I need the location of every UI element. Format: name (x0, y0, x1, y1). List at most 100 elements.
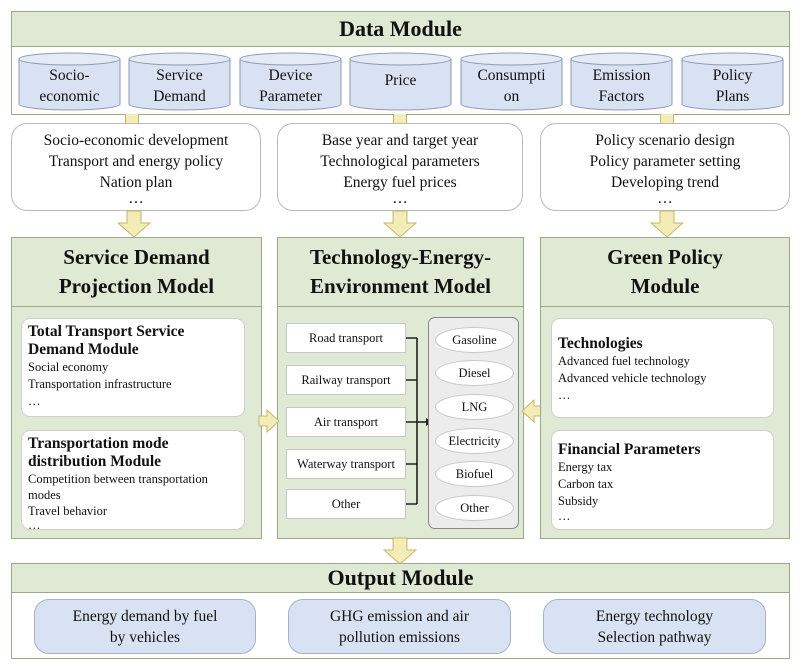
output-line2: Selection pathway (597, 628, 712, 646)
arrow-down-icon (650, 210, 684, 238)
cylinder-label-line1: Emission (592, 67, 651, 84)
panel-line: Competition between transportation (28, 472, 208, 486)
tee-title-line2: Environment Model (309, 274, 492, 298)
fuel-label: LNG (461, 399, 488, 414)
arrow-right-icon (258, 409, 280, 433)
green-policy-title-line1: Green Policy (607, 245, 723, 269)
input-line: Policy scenario design (595, 132, 735, 149)
cylinder-label-line2: Demand (153, 88, 206, 105)
service-demand-divider (11, 306, 262, 307)
output-energy-demand: Energy demand by fuel by vehicles (34, 599, 256, 654)
arrow-down-icon (117, 210, 151, 238)
tee-title-line1: Technology-Energy- (309, 245, 492, 269)
output-line1: Energy technology (595, 607, 714, 625)
panel-line: … (558, 509, 571, 523)
panel-title: Demand Module (28, 341, 139, 358)
mode-distribution-panel: Transportation mode distribution Module … (21, 430, 245, 531)
total-transport-demand-panel: Total Transport Service Demand Module So… (21, 318, 245, 417)
input-ellipsis: … (392, 190, 408, 207)
fuel-diesel: Diesel (435, 360, 514, 386)
fuel-electricity: Electricity (435, 428, 514, 454)
cylinder-label-line1: Socio- (49, 67, 90, 84)
arrow-down-icon (383, 537, 417, 565)
output-line2: by vehicles (109, 628, 181, 646)
cylinder-label-line1: Price (384, 71, 417, 89)
data-module-header: Data Module (11, 11, 790, 47)
data-cylinder-socioeconomic: Socio-economic (18, 52, 121, 112)
output-line1: GHG emission and air (329, 607, 470, 625)
tee-title: Technology-Energy- Environment Model (277, 240, 524, 304)
panel-line: Transportation infrastructure (28, 377, 172, 391)
output-module-title: Output Module (327, 565, 474, 590)
input-line: Transport and energy policy (48, 153, 224, 170)
cylinder-label-line2: Plans (715, 88, 750, 105)
panel-line: Advanced fuel technology (558, 354, 690, 368)
cylinder-label-line2: Parameter (259, 88, 322, 105)
tee-divider (277, 306, 524, 307)
panel-line: Subsidy (558, 494, 599, 508)
transport-waterway: Waterway transport (286, 449, 406, 479)
service-demand-title-line1: Service Demand (63, 245, 210, 269)
transport-road: Road transport (286, 323, 406, 353)
fuel-label: Biofuel (455, 466, 494, 481)
input-line: Policy parameter setting (589, 153, 741, 170)
cylinder-label-line1: Consumpti (477, 67, 546, 84)
transport-label: Other (331, 496, 361, 511)
transport-label: Waterway transport (297, 456, 395, 471)
technologies-panel: Technologies Advanced fuel technology Ad… (551, 318, 774, 418)
transport-label: Railway transport (301, 372, 391, 387)
output-module-header: Output Module (11, 563, 790, 593)
panel-title: Transportation mode (28, 435, 169, 452)
fuel-label: Electricity (448, 433, 501, 448)
panel-title: Technologies (558, 335, 643, 352)
panel-line: modes (28, 488, 61, 502)
cylinder-label-line2: Factors (598, 88, 645, 105)
data-module-title: Data Module (339, 16, 462, 41)
input-box-policy: Policy scenario design Policy parameter … (540, 123, 790, 211)
green-policy-title-line2: Module (630, 274, 700, 298)
cylinder-label-line1: Device (268, 67, 313, 84)
panel-line: … (28, 394, 41, 408)
fuel-label: Other (460, 500, 489, 515)
input-line: Energy fuel prices (343, 174, 457, 191)
fuel-label: Diesel (458, 365, 491, 380)
panel-line: Carbon tax (558, 477, 614, 491)
input-line: Base year and target year (321, 132, 479, 149)
input-line: Developing trend (610, 174, 720, 191)
output-line1: Energy demand by fuel (72, 607, 218, 625)
fuel-lng: LNG (435, 394, 514, 420)
fuel-gasoline: Gasoline (435, 327, 514, 353)
input-box-technology: Base year and target year Technological … (277, 123, 523, 211)
panel-line: Energy tax (558, 460, 613, 474)
transport-label: Air transport (313, 414, 379, 429)
input-ellipsis: … (657, 190, 673, 207)
financial-parameters-panel: Financial Parameters Energy tax Carbon t… (551, 430, 774, 530)
cylinder-label-line1: Policy (712, 67, 753, 84)
transport-railway: Railway transport (286, 365, 406, 395)
fuel-label: Gasoline (452, 332, 497, 347)
panel-line: Advanced vehicle technology (558, 371, 707, 385)
data-cylinder-consumption: Consumpti on (460, 52, 563, 112)
input-box-socioeconomic: Socio-economic development Transport and… (11, 123, 261, 211)
output-line2: pollution emissions (338, 628, 460, 646)
data-cylinder-price: Price (349, 52, 452, 112)
fuel-other: Other (435, 495, 514, 521)
panel-title: distribution Module (28, 453, 162, 470)
transport-label: Road transport (309, 330, 383, 345)
input-line: Technological parameters (320, 153, 480, 170)
panel-title: Total Transport Service (28, 323, 185, 340)
fuel-biofuel: Biofuel (435, 461, 514, 487)
green-policy-divider (540, 306, 790, 307)
panel-line: Social economy (28, 360, 109, 374)
output-ghg-emission: GHG emission and air pollution emissions (288, 599, 511, 654)
input-line: Nation plan (99, 174, 173, 191)
arrow-down-icon (383, 210, 417, 238)
cylinder-label-line2: on (503, 88, 520, 105)
cylinder-label-line2: economic (39, 88, 100, 105)
